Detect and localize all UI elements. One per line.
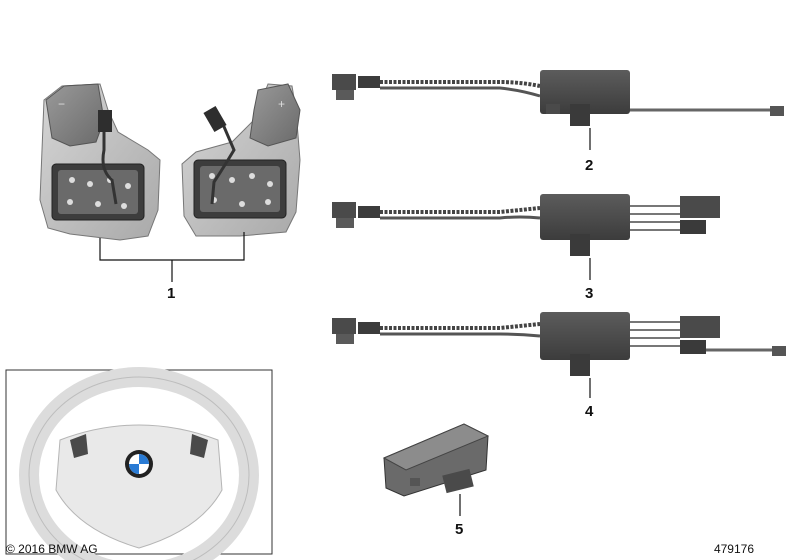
left-paddle [45,83,105,147]
callout-2-label: 2 [585,157,593,174]
svg-text:+: + [278,97,285,111]
inset-left-paddle [70,434,88,458]
right-panel-cable [210,121,236,205]
wiring-harness-2 [332,70,784,126]
callout-5-label: 5 [455,521,463,538]
callout-1-label: 1 [167,285,175,302]
left-switch-panel: − [39,83,161,241]
module-2 [540,70,630,114]
left-panel-connector [98,110,112,132]
copyright-notice: © 2016 BMW AG [6,542,98,556]
callout-4-label: 4 [585,403,594,420]
callout-1-leader [99,232,245,282]
right-paddle [249,83,301,147]
diagram-number: 479176 [713,542,754,556]
callout-3-label: 3 [585,285,593,302]
wiring-harness-3 [332,194,720,256]
left-panel-cable [101,122,118,205]
control-module-5 [382,423,490,497]
inset-right-paddle [190,434,208,458]
right-panel-connector [203,105,227,133]
steering-wheel-inset [5,367,273,560]
module-4 [540,312,630,360]
module-3 [540,194,630,240]
svg-text:−: − [58,97,65,111]
right-switch-panel: + [181,83,301,237]
wheel-hub [55,424,223,549]
wiring-harness-4 [332,312,786,376]
